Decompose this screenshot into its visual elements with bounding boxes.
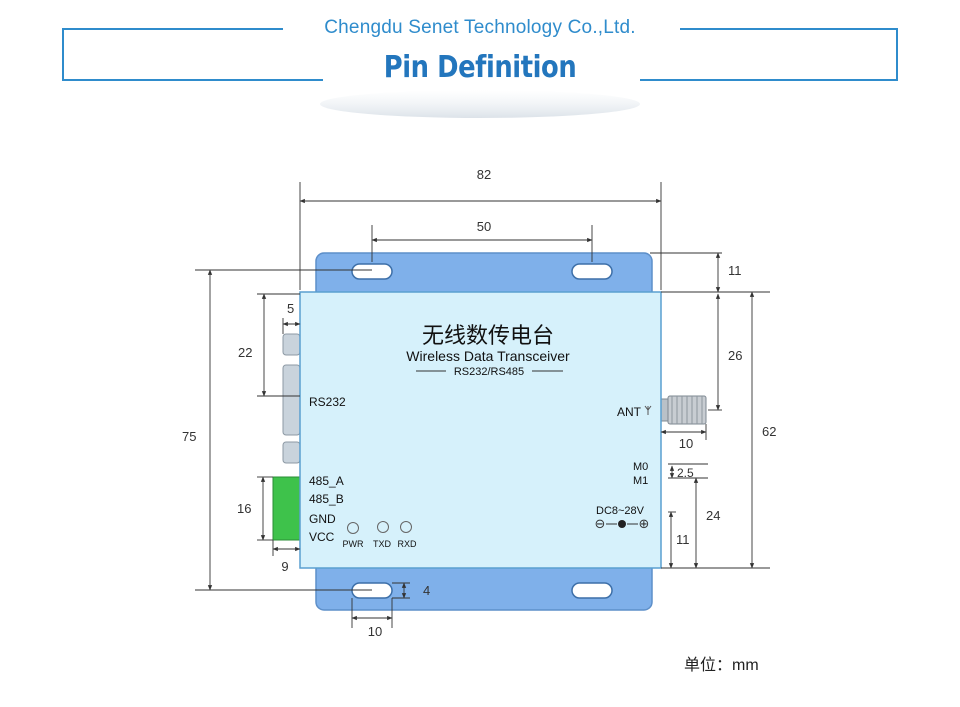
dim-24: 24 bbox=[706, 508, 720, 523]
dim-11-bottom: 11 bbox=[676, 532, 690, 547]
title-shadow bbox=[320, 90, 640, 118]
device-name-en: Wireless Data Transceiver bbox=[406, 348, 570, 364]
terminal-485b: 485_B bbox=[309, 492, 344, 506]
polarity-plus-icon: ⊕ bbox=[639, 516, 650, 531]
dim-2-5: 2.5 bbox=[677, 466, 694, 480]
polarity-minus-icon: ⊖ bbox=[595, 516, 606, 531]
power-label: DC8~28V bbox=[596, 505, 645, 517]
mounting-hole bbox=[351, 263, 393, 280]
led-indicators bbox=[347, 521, 412, 534]
dim-4: 4 bbox=[423, 583, 430, 598]
dim-62: 62 bbox=[762, 424, 776, 439]
mounting-hole bbox=[571, 582, 613, 599]
led-label-txd: TXD bbox=[373, 539, 392, 549]
mode-pin-m1: M1 bbox=[633, 475, 648, 487]
led-txd bbox=[377, 521, 389, 533]
led-pwr bbox=[347, 522, 359, 534]
dim-82: 82 bbox=[477, 167, 491, 182]
dim-11-top: 11 bbox=[728, 263, 742, 278]
page-title: Pin Definition bbox=[383, 50, 577, 85]
mounting-holes bbox=[351, 263, 613, 599]
led-label-rxd: RXD bbox=[397, 539, 417, 549]
device-name-cn: 无线数传电台 bbox=[422, 323, 554, 348]
dim-9: 9 bbox=[281, 559, 288, 574]
dimension-lines bbox=[195, 182, 770, 628]
device-body bbox=[299, 291, 662, 569]
rs232-label: RS232 bbox=[309, 395, 346, 409]
header-frame bbox=[62, 28, 898, 81]
dim-26: 26 bbox=[728, 348, 742, 363]
power-jack-icon bbox=[618, 520, 626, 528]
led-rxd bbox=[400, 521, 412, 533]
unit-label: 单位：mm bbox=[684, 657, 759, 674]
dim-50: 50 bbox=[477, 219, 491, 234]
dim-10-hole: 10 bbox=[368, 624, 382, 639]
dim-75: 75 bbox=[182, 429, 196, 444]
ant-label: ANT bbox=[617, 405, 642, 419]
rs232-port bbox=[282, 364, 301, 436]
dim-22: 22 bbox=[238, 345, 252, 360]
dimension-labels: 82 50 11 26 62 10 75 22 5 16 9 2.5 24 11… bbox=[182, 167, 776, 639]
company-name: Chengdu Senet Technology Co.,Ltd. bbox=[324, 17, 636, 38]
rs232-screw-top bbox=[282, 333, 301, 356]
dim-16: 16 bbox=[237, 501, 251, 516]
mounting-hole bbox=[351, 582, 393, 599]
led-label-pwr: PWR bbox=[343, 539, 364, 549]
mounting-hole bbox=[571, 263, 613, 280]
terminal-485a: 485_A bbox=[309, 474, 344, 488]
antenna-icon bbox=[644, 405, 652, 415]
rs232-screw-bottom bbox=[282, 441, 301, 464]
dim-10-ant: 10 bbox=[679, 436, 693, 451]
terminal-gnd: GND bbox=[309, 512, 336, 526]
mode-pin-m0: M0 bbox=[633, 461, 648, 473]
terminal-vcc: VCC bbox=[309, 530, 335, 544]
interface-label: RS232/RS485 bbox=[454, 366, 524, 378]
dim-5: 5 bbox=[287, 301, 294, 316]
terminal-block bbox=[272, 476, 301, 541]
